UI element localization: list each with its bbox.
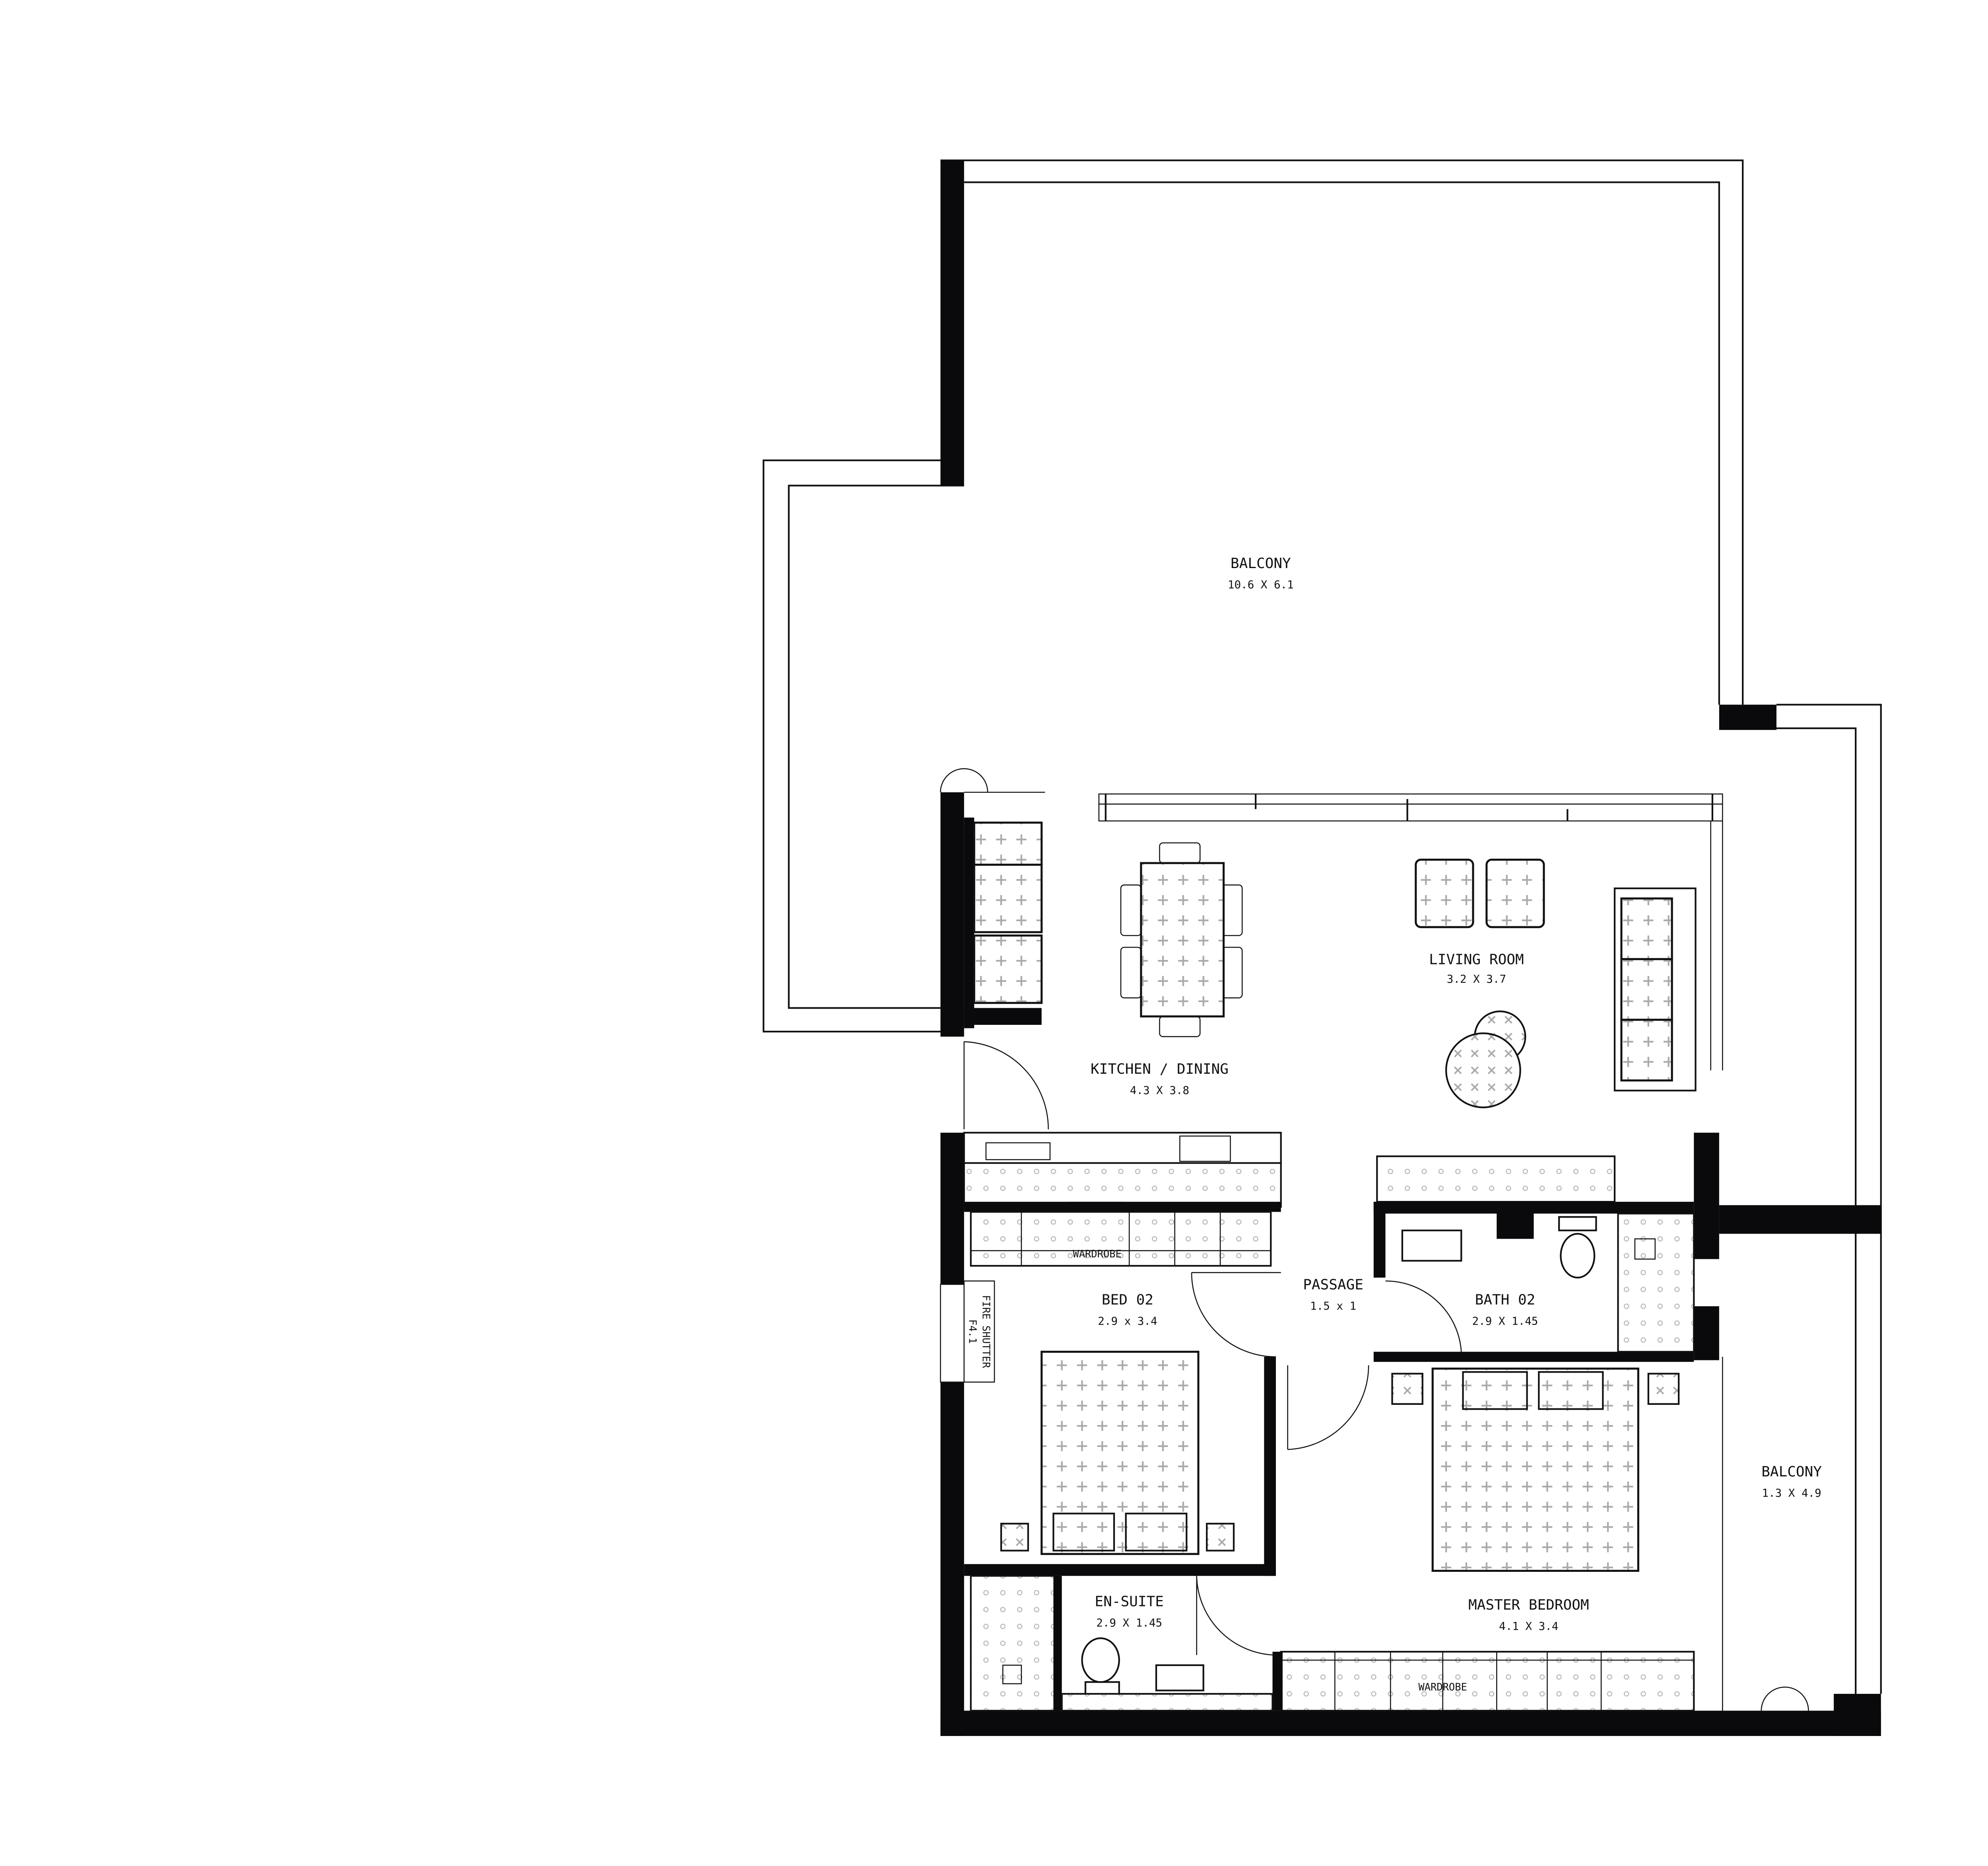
wardrobe-label: WARDROBE [1073, 1248, 1121, 1260]
svg-text:LIVING ROOM: LIVING ROOM [1429, 951, 1524, 968]
svg-text:3.2 X 3.7: 3.2 X 3.7 [1447, 973, 1506, 985]
fire-shutter-code: F4.1 [967, 1319, 978, 1344]
svg-text:4.3 X 3.8: 4.3 X 3.8 [1130, 1084, 1189, 1097]
room-label-en-suite: EN-SUITE 2.9 X 1.45 [1095, 1593, 1163, 1629]
room-label-bath-02: BATH 02 2.9 X 1.45 [1472, 1292, 1538, 1328]
room-label-balcony-main: BALCONY 10.6 X 6.1 [1228, 555, 1294, 591]
svg-text:PASSAGE: PASSAGE [1303, 1277, 1363, 1293]
armchairs [1415, 859, 1545, 928]
svg-text:1.3 X 4.9: 1.3 X 4.9 [1762, 1487, 1821, 1499]
bath02 [1373, 1155, 1695, 1362]
svg-text:4.1 X 3.4: 4.1 X 3.4 [1499, 1620, 1558, 1633]
master-bedroom-furniture: WARDROBE [1272, 1367, 1695, 1712]
room-label-living-room: LIVING ROOM 3.2 X 3.7 [1429, 951, 1524, 985]
sofa [1613, 887, 1697, 1092]
room-label-bed-02: BED 02 2.9 x 3.4 [1098, 1292, 1157, 1328]
svg-text:10.6 X 6.1: 10.6 X 6.1 [1228, 578, 1294, 591]
fire-shutter: FIRE SHUTTER F4.1 [940, 1280, 995, 1383]
svg-text:MASTER BEDROOM: MASTER BEDROOM [1468, 1597, 1589, 1613]
bed02-wardrobe: WARDROBE [970, 1211, 1272, 1267]
kitchen-cabinets-left [964, 817, 1043, 1028]
room-label-passage: PASSAGE 1.5 x 1 [1303, 1277, 1363, 1313]
coffee-tables [1445, 1010, 1526, 1108]
svg-text:2.9 X 1.45: 2.9 X 1.45 [1472, 1315, 1538, 1328]
balcony-main-outline [763, 159, 1776, 1033]
kitchen-door-swing [963, 1041, 1049, 1129]
svg-text:BALCONY: BALCONY [1761, 1464, 1822, 1480]
kitchen-counter [963, 1132, 1282, 1232]
passage-door-swing [1287, 1365, 1369, 1450]
sliding-window [1098, 793, 1723, 1071]
en-suite [970, 1575, 1276, 1712]
room-label-master-bedroom: MASTER BEDROOM 4.1 X 3.4 [1468, 1597, 1589, 1633]
wardrobe-label: WARDROBE [1418, 1681, 1467, 1693]
balcony-side-outline [1719, 704, 1882, 1736]
svg-text:KITCHEN / DINING: KITCHEN / DINING [1091, 1061, 1229, 1077]
dining-table [1120, 842, 1243, 1037]
room-label-balcony-side: BALCONY 1.3 X 4.9 [1761, 1464, 1822, 1499]
svg-text:1.5 x 1: 1.5 x 1 [1310, 1300, 1356, 1312]
svg-text:EN-SUITE: EN-SUITE [1095, 1593, 1163, 1610]
bed02-furniture [964, 1272, 1281, 1576]
svg-text:BED 02: BED 02 [1102, 1292, 1153, 1308]
fire-shutter-label: FIRE SHUTTER [980, 1295, 992, 1368]
exterior-walls [940, 768, 1881, 1736]
svg-text:BATH 02: BATH 02 [1475, 1292, 1536, 1308]
svg-text:2.9 x 3.4: 2.9 x 3.4 [1098, 1315, 1157, 1328]
svg-text:BALCONY: BALCONY [1231, 555, 1291, 572]
svg-text:2.9 X 1.45: 2.9 X 1.45 [1096, 1616, 1162, 1629]
room-label-kitchen-dining: KITCHEN / DINING 4.3 X 3.8 [1091, 1061, 1229, 1097]
